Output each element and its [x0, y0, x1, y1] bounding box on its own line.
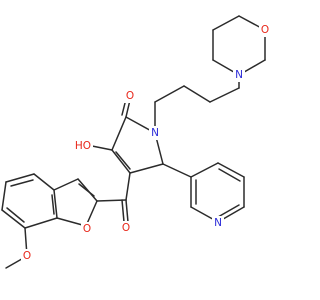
- bond: [96, 199, 127, 202]
- bond: [1, 181, 7, 211]
- atom-hydroxyl: HO: [73, 139, 93, 153]
- bond: [85, 200, 98, 227]
- molecule-structure: HO O N N O O O O: [1, 15, 271, 269]
- atom-pyridine-nitrogen: N: [212, 216, 224, 230]
- lactam-oxygen-label: O: [126, 90, 134, 102]
- bond: [6, 207, 25, 223]
- bond: [125, 172, 131, 201]
- bond: [125, 199, 129, 223]
- bond: [190, 162, 219, 178]
- bond: [121, 199, 125, 223]
- bond-layer: [1, 15, 266, 269]
- bond: [218, 168, 241, 182]
- bond: [115, 151, 131, 170]
- bond: [111, 116, 127, 151]
- pyrrolone-nitrogen-label: N: [151, 127, 159, 139]
- atom-pyrrolone-nitrogen: N: [149, 126, 161, 140]
- bond: [183, 85, 211, 103]
- hydroxyl-label: HO: [75, 140, 91, 152]
- bond: [5, 173, 35, 183]
- bond: [78, 183, 95, 197]
- bond: [209, 87, 240, 103]
- bond: [154, 85, 185, 103]
- bond: [10, 179, 34, 187]
- bond: [51, 194, 55, 215]
- atom-lactam-oxygen: O: [124, 89, 136, 103]
- bond: [162, 163, 192, 178]
- bond: [53, 178, 79, 191]
- morpholine-oxygen-label: O: [261, 24, 269, 36]
- furan-oxygen-label: O: [83, 223, 91, 235]
- bond: [217, 162, 245, 178]
- bond: [53, 189, 58, 219]
- bond: [91, 145, 113, 151]
- bond: [33, 173, 55, 191]
- atom-methoxy-oxygen: O: [21, 249, 33, 263]
- morpholine-nitrogen-label: N: [235, 69, 243, 81]
- atom-label-layer: HO O N N O O O O: [21, 23, 271, 263]
- bond: [1, 209, 26, 229]
- bond: [24, 217, 58, 229]
- atom-morpholine-nitrogen: N: [233, 68, 245, 82]
- bond: [129, 163, 164, 174]
- bond: [111, 149, 131, 174]
- methoxy-oxygen-label: O: [23, 250, 31, 262]
- bond: [217, 204, 240, 218]
- ketone-oxygen-label: O: [122, 222, 130, 234]
- pyridine-nitrogen-label: N: [214, 217, 222, 229]
- atom-furan-oxygen: O: [81, 222, 93, 236]
- bond: [212, 15, 240, 31]
- atom-morpholine-oxygen: O: [259, 23, 271, 37]
- atom-ketone-oxygen: O: [120, 221, 132, 235]
